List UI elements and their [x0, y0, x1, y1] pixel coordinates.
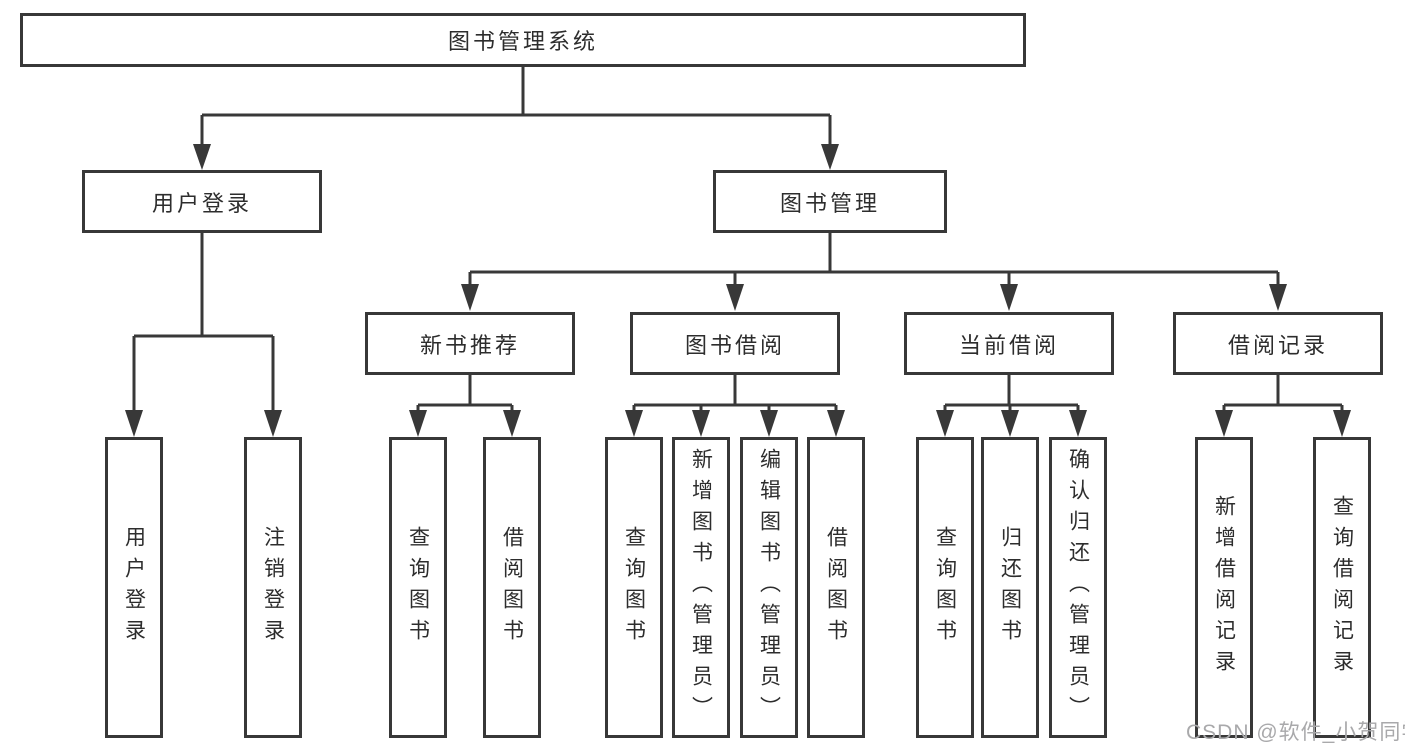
leaf-query-borrow-record-label: 查询借阅记录 [1330, 494, 1354, 681]
node-root-label: 图书管理系统 [447, 29, 598, 54]
leaf-user-login: 用户登录 [105, 437, 163, 738]
leaf-query-borrow-record: 查询借阅记录 [1313, 437, 1371, 738]
leaf-add-books-admin: 新增图书（管理员） [672, 437, 730, 738]
node-user-login: 用户登录 [82, 170, 322, 233]
leaf-return-books-label: 归还图书 [998, 525, 1022, 650]
leaf-confirm-return-admin: 确认归还（管理员） [1049, 437, 1107, 738]
leaf-return-books: 归还图书 [981, 437, 1039, 738]
node-current-borrow: 当前借阅 [904, 312, 1114, 375]
node-root-system: 图书管理系统 [20, 13, 1026, 67]
leaf-confirm-return-admin-label: 确认归还（管理员） [1066, 448, 1090, 727]
node-book-management-label: 图书管理 [779, 190, 880, 216]
node-user-login-label: 用户登录 [151, 190, 252, 216]
leaf-logout: 注销登录 [244, 437, 302, 738]
leaf-add-books-admin-label: 新增图书（管理员） [689, 448, 713, 727]
leaf-borrow-query-books: 查询图书 [605, 437, 663, 738]
node-current-borrow-label: 当前借阅 [958, 332, 1059, 358]
arrowheads [125, 144, 1351, 437]
leaf-edit-books-admin-label: 编辑图书（管理员） [757, 448, 781, 727]
leaf-borrow-books: 借阅图书 [807, 437, 865, 738]
leaf-borrow-query-books-label: 查询图书 [622, 525, 646, 650]
leaf-borrow-books-label: 借阅图书 [824, 525, 848, 650]
watermark-csdn: CSDN @软件_小贺同学 [1186, 721, 1405, 744]
node-borrow-record: 借阅记录 [1173, 312, 1383, 375]
leaf-add-borrow-record-label: 新增借阅记录 [1212, 494, 1236, 681]
leaf-recommend-borrow-books-label: 借阅图书 [500, 525, 524, 650]
leaf-current-query-books: 查询图书 [916, 437, 974, 738]
node-book-management: 图书管理 [713, 170, 947, 233]
leaf-add-borrow-record: 新增借阅记录 [1195, 437, 1253, 738]
leaf-recommend-query-books-label: 查询图书 [406, 525, 430, 650]
node-borrow-record-label: 借阅记录 [1227, 332, 1328, 358]
leaf-user-login-label: 用户登录 [122, 525, 146, 650]
leaf-logout-label: 注销登录 [261, 525, 285, 650]
node-new-book-recommend-label: 新书推荐 [419, 332, 520, 358]
node-book-borrow: 图书借阅 [630, 312, 840, 375]
leaf-recommend-query-books: 查询图书 [389, 437, 447, 738]
leaf-recommend-borrow-books: 借阅图书 [483, 437, 541, 738]
leaf-current-query-books-label: 查询图书 [933, 525, 957, 650]
node-book-borrow-label: 图书借阅 [684, 332, 785, 358]
node-new-book-recommend: 新书推荐 [365, 312, 575, 375]
leaf-edit-books-admin: 编辑图书（管理员） [740, 437, 798, 738]
